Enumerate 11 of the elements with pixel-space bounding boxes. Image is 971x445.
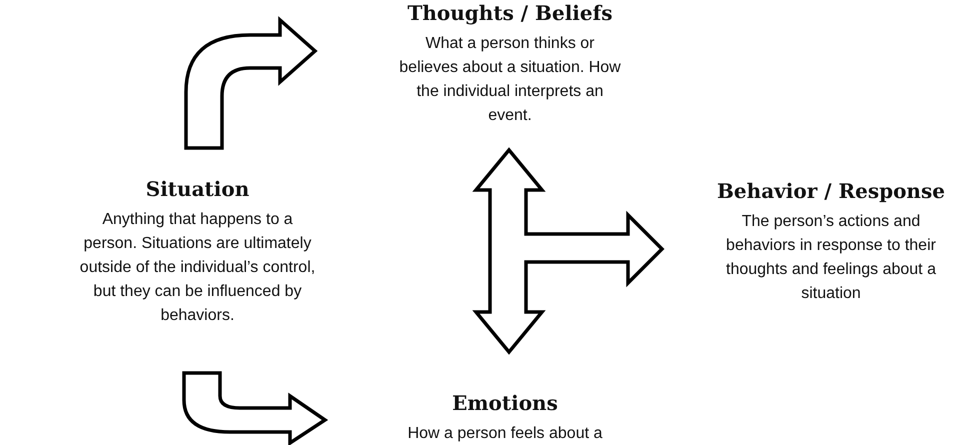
description: How a person feels about a	[406, 424, 604, 444]
description: Anything that happens to a person. Situations are ultimately outside of the individual’s control, but they can be influenced by behaviors.	[78, 210, 316, 326]
heading: Situation	[144, 176, 250, 202]
heading: Emotions	[451, 390, 559, 416]
description: The person’s actions and behaviors in response to their thoughts and feelings about a situation	[725, 212, 937, 304]
curved-block-arrow	[184, 18, 317, 150]
heading: Thoughts / Beliefs	[406, 0, 614, 26]
description: What a person thinks or believes about a situation. How the individual interprets an event.	[398, 34, 622, 126]
curved-block-arrow	[182, 371, 327, 445]
t-shaped-block-arrow	[472, 147, 664, 355]
heading: Behavior / Response	[716, 178, 946, 204]
